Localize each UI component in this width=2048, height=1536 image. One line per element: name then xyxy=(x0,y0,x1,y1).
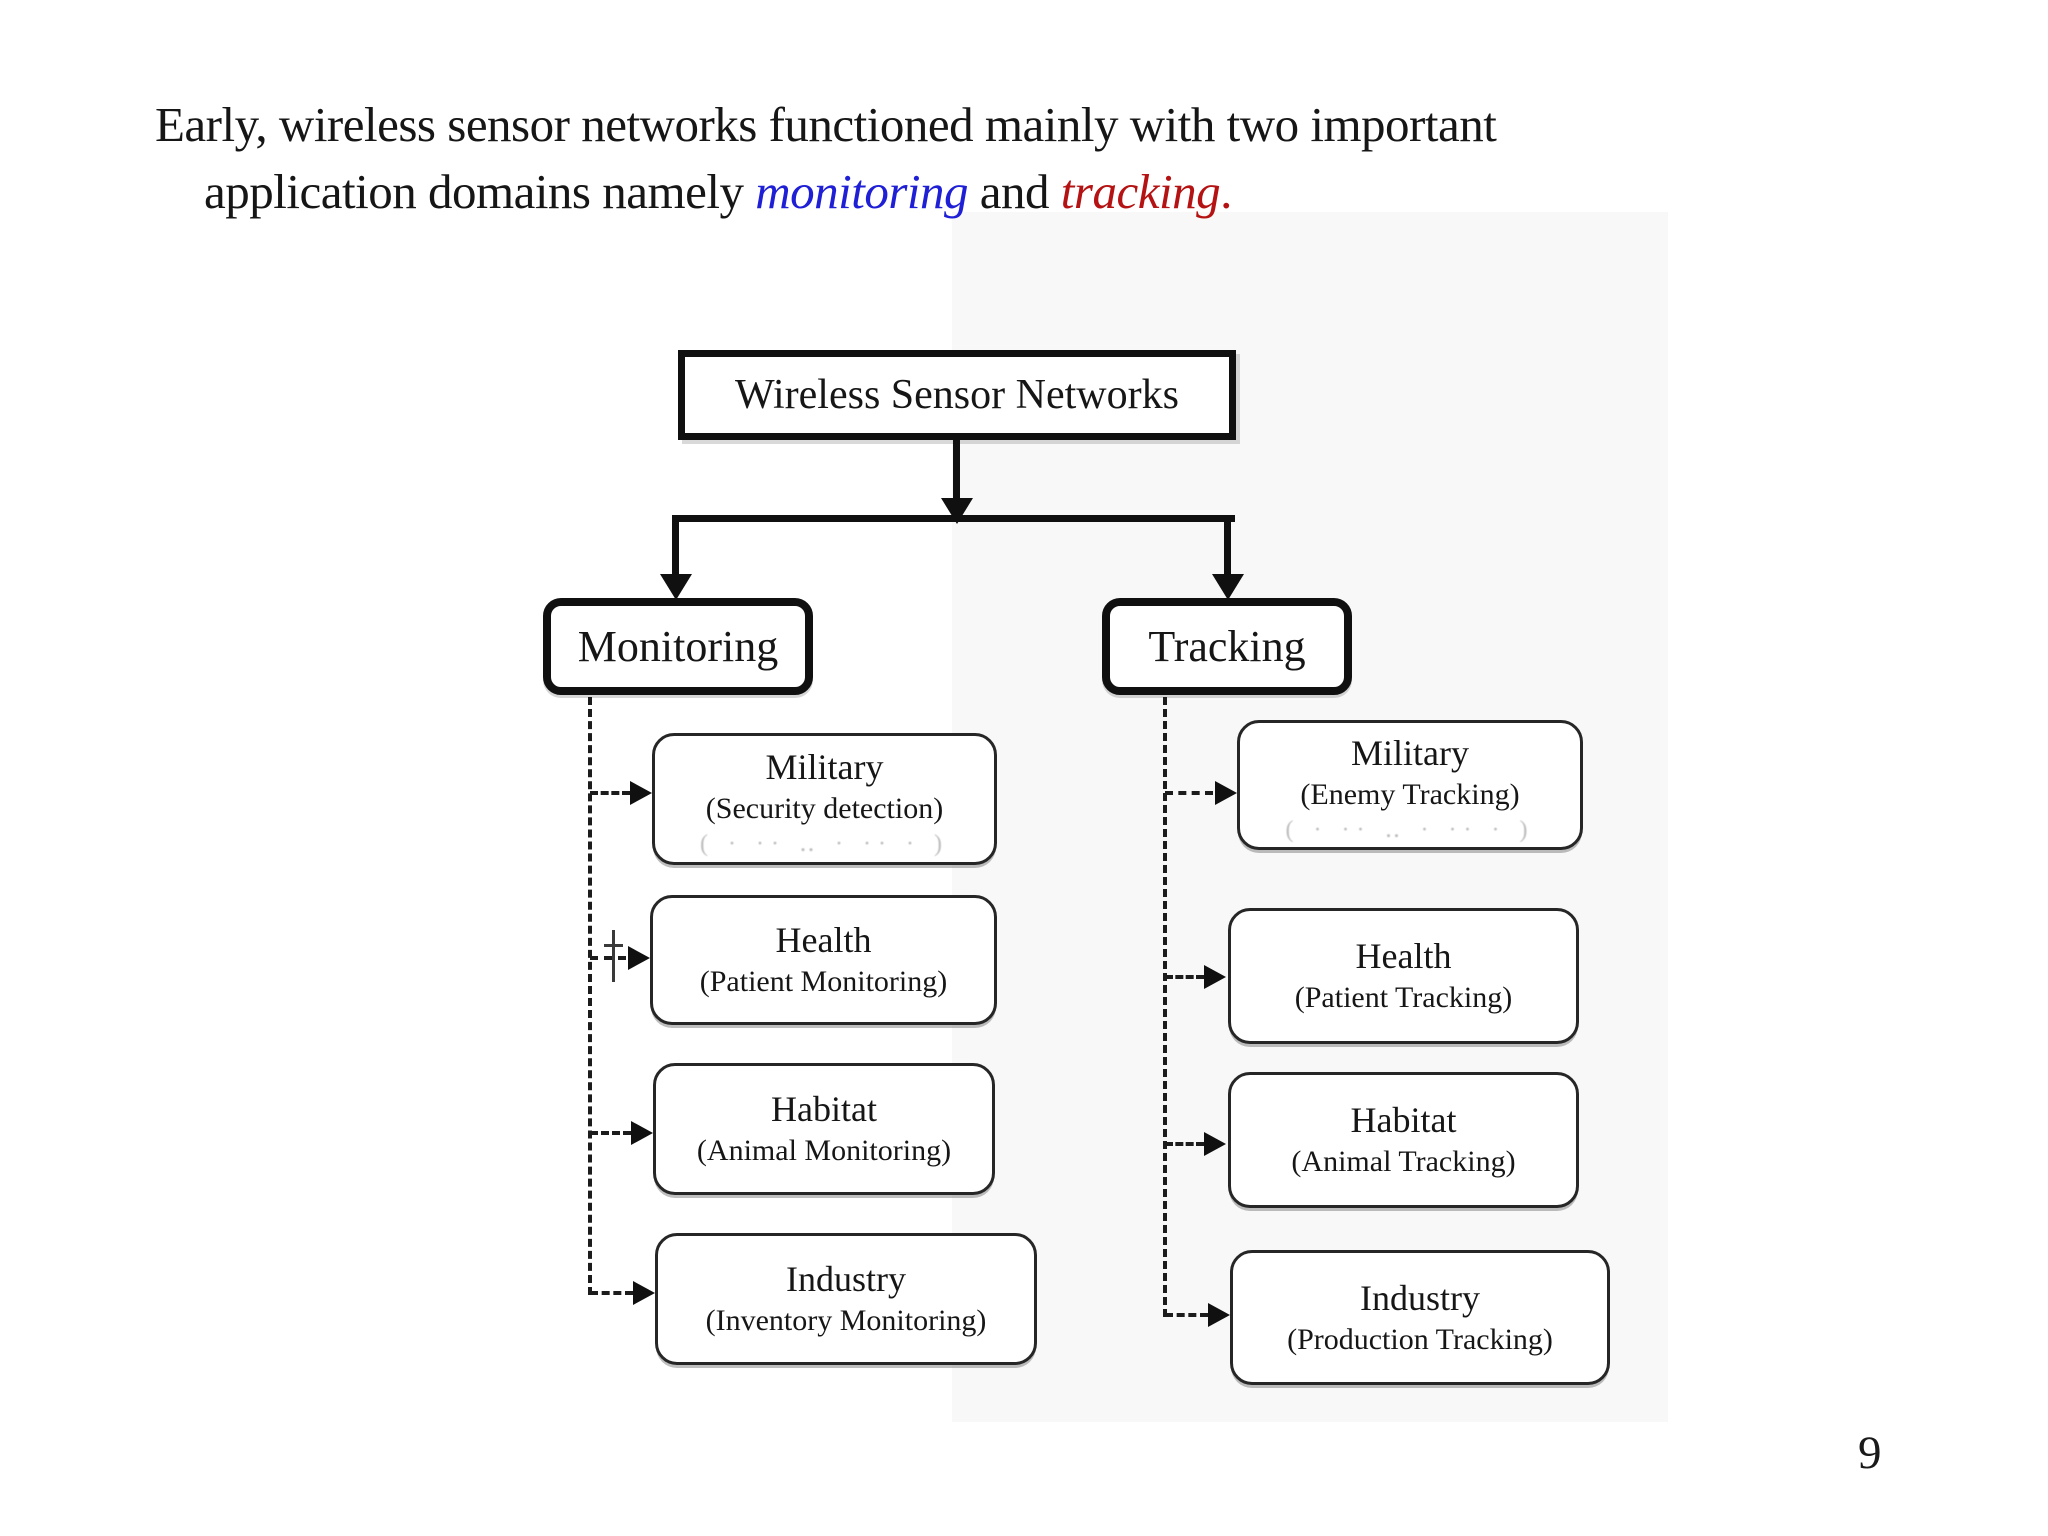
arrow-down-icon xyxy=(1212,574,1244,600)
dashed-branch-line xyxy=(590,1291,633,1295)
arrow-right-icon xyxy=(1204,1132,1226,1156)
slide-title-conjunction: and xyxy=(979,164,1050,219)
child-node-monitoring-industry: Industry (Inventory Monitoring) xyxy=(655,1233,1037,1365)
connector-tracking-drop xyxy=(1224,515,1231,577)
page-number: 9 xyxy=(1858,1427,1882,1479)
dashed-branch-line xyxy=(1165,791,1213,795)
connector-monitoring-drop xyxy=(672,515,679,577)
connector-root-vertical xyxy=(953,436,960,500)
child-node-tracking-industry: Industry (Production Tracking) xyxy=(1230,1250,1610,1385)
arrow-right-icon xyxy=(633,1281,655,1305)
branch-node-label: Monitoring xyxy=(577,622,779,671)
child-node-title: Health xyxy=(775,920,872,960)
child-node-title: Military xyxy=(1351,733,1469,773)
child-node-title: Industry xyxy=(1360,1277,1480,1318)
child-node-title: Habitat xyxy=(1350,1100,1457,1140)
branch-node-label: Tracking xyxy=(1148,622,1306,671)
dashed-branch-line xyxy=(590,1131,631,1135)
dashed-branch-line xyxy=(590,791,630,795)
child-node-title: Habitat xyxy=(771,1089,877,1129)
child-node-monitoring-habitat: Habitat (Animal Monitoring) xyxy=(653,1063,995,1195)
child-node-subtitle: (Inventory Monitoring) xyxy=(705,1304,987,1337)
dashed-trunk-monitoring xyxy=(588,697,592,1295)
arrow-right-icon xyxy=(1215,781,1237,805)
dashed-trunk-tracking xyxy=(1163,697,1167,1317)
dashed-branch-line xyxy=(1165,975,1204,979)
root-node-wireless-sensor-networks: Wireless Sensor Networks xyxy=(678,350,1236,440)
child-node-tracking-military: Military (Enemy Tracking) ( · ·· ‥ · ·· … xyxy=(1237,720,1583,850)
dashed-branch-line xyxy=(590,956,626,960)
keyword-monitoring: monitoring xyxy=(755,164,969,219)
child-node-subtitle: (Production Tracking) xyxy=(1287,1322,1553,1356)
slide-title-line2: application domains namely monitoring an… xyxy=(204,163,1232,220)
child-node-subtitle: (Security detection) xyxy=(705,792,944,825)
dashed-branch-line xyxy=(1165,1142,1204,1146)
child-node-title: Health xyxy=(1355,936,1452,976)
erased-text-remnant: ( · ·· ‥ · ·· · ) xyxy=(1285,817,1535,843)
keyword-tracking: tracking xyxy=(1060,164,1221,219)
keyword-tracking-period: . xyxy=(1220,164,1232,219)
child-node-subtitle: (Enemy Tracking) xyxy=(1300,778,1520,811)
arrow-right-icon xyxy=(628,946,650,970)
slide-title-line2-prefix: application domains namely xyxy=(204,164,744,219)
slide-title-line1: Early, wireless sensor networks function… xyxy=(155,97,1497,152)
branch-node-tracking: Tracking xyxy=(1102,598,1352,695)
arrow-right-icon xyxy=(631,1121,653,1145)
stray-mark-crossbar xyxy=(604,944,623,947)
arrow-right-icon xyxy=(1204,965,1226,989)
child-node-title: Military xyxy=(765,747,884,787)
child-node-tracking-health: Health (Patient Tracking) xyxy=(1228,908,1579,1044)
child-node-tracking-habitat: Habitat (Animal Tracking) xyxy=(1228,1072,1579,1208)
child-node-subtitle: (Patient Tracking) xyxy=(1294,981,1513,1014)
child-node-title: Industry xyxy=(786,1259,906,1299)
arrow-right-icon xyxy=(1208,1303,1230,1327)
arrow-down-icon xyxy=(660,574,692,600)
dashed-branch-line xyxy=(1165,1313,1208,1317)
stray-mark-stem xyxy=(612,930,615,982)
arrow-right-icon xyxy=(630,781,652,805)
connector-splitter-horizontal xyxy=(675,515,1235,522)
child-node-monitoring-military: Military (Security detection) ( · ·· ‥ ·… xyxy=(652,733,997,865)
child-node-subtitle: (Animal Tracking) xyxy=(1291,1145,1516,1178)
erased-text-remnant: ( · ·· ‥ · ·· · ) xyxy=(700,831,949,857)
root-node-label: Wireless Sensor Networks xyxy=(735,372,1179,418)
branch-node-monitoring: Monitoring xyxy=(543,598,813,695)
child-node-subtitle: (Patient Monitoring) xyxy=(699,965,948,998)
child-node-subtitle: (Animal Monitoring) xyxy=(696,1134,952,1167)
child-node-monitoring-health: Health (Patient Monitoring) xyxy=(650,895,997,1025)
